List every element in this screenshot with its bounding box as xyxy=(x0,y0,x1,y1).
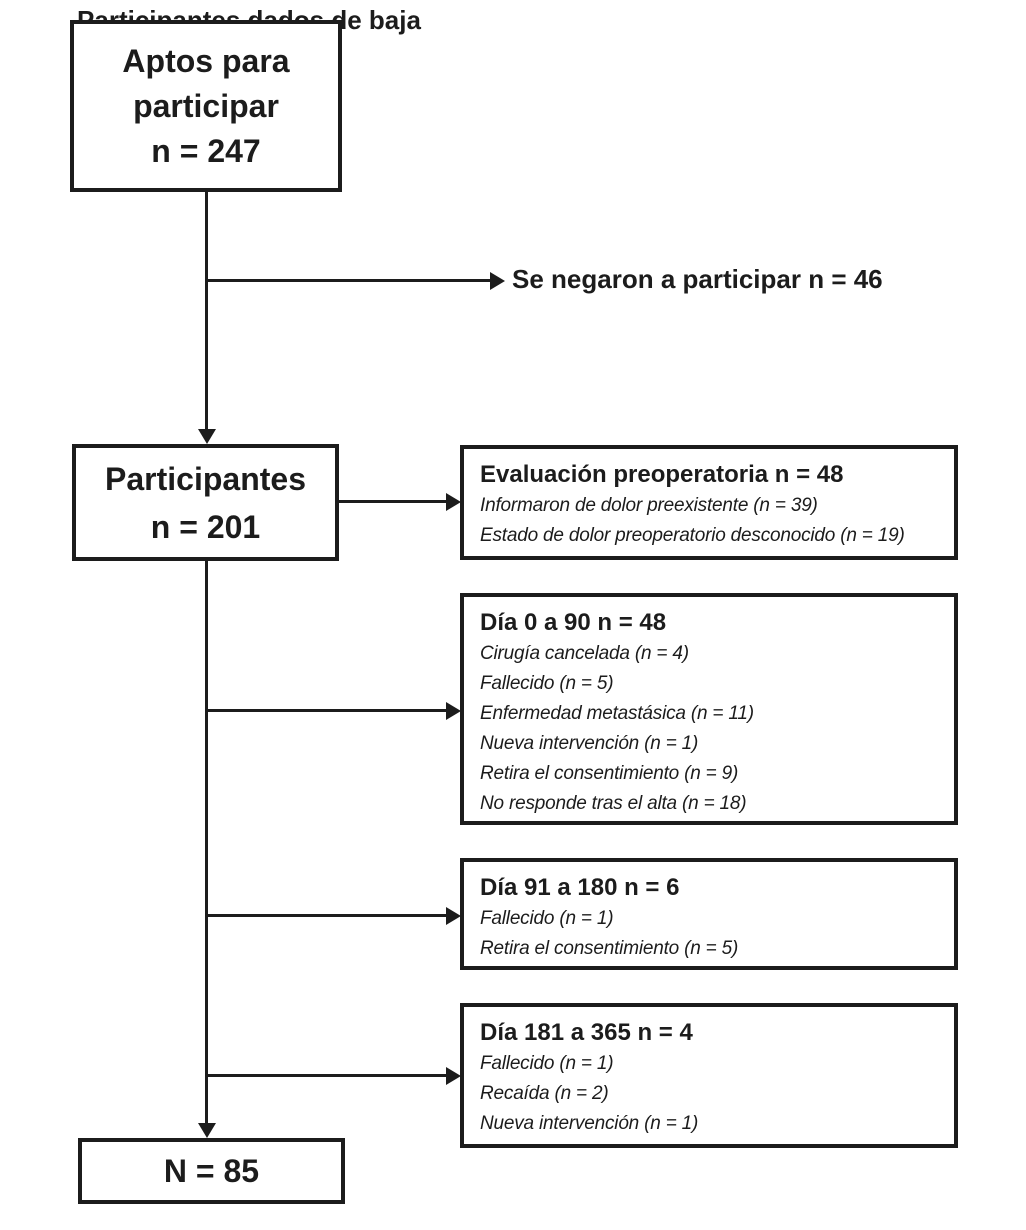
exclusion-box-title: Día 181 a 365 n = 4 xyxy=(480,1019,693,1046)
exclusion-box-day0-90: Día 0 a 90 n = 48 Cirugía cancelada (n =… xyxy=(460,593,958,825)
eligible-box-count: n = 247 xyxy=(151,132,261,169)
exclusion-item: Enfermedad metastásica (n = 11) xyxy=(480,703,754,724)
exclusion-item: Nueva intervención (n = 1) xyxy=(480,1113,699,1134)
exclusion-box-title: Día 0 a 90 n = 48 xyxy=(480,609,667,636)
participants-box-line-1: Participantes xyxy=(105,460,306,497)
exclusion-item: Nueva intervención (n = 1) xyxy=(480,733,699,754)
arrowhead-right-day0-90-icon xyxy=(446,702,461,720)
arrowhead-right-day181-365-icon xyxy=(446,1067,461,1085)
connector-refused xyxy=(205,279,492,282)
arrowhead-down-participants-icon xyxy=(198,429,216,444)
exclusion-item: Recaída (n = 2) xyxy=(480,1083,609,1104)
final-count-label: N = 85 xyxy=(163,1152,260,1189)
eligible-box: Aptos para participar n = 247 xyxy=(70,20,342,192)
participants-box-count: n = 201 xyxy=(150,508,261,545)
exclusion-item: No responde tras el alta (n = 18) xyxy=(480,793,747,814)
exclusion-item: Fallecido (n = 1) xyxy=(480,1053,614,1074)
exclusion-item: Cirugía cancelada (n = 4) xyxy=(480,643,689,664)
participants-box: Participantes n = 201 xyxy=(72,444,339,561)
connector-day0-90 xyxy=(205,709,446,712)
final-count-box: N = 85 xyxy=(78,1138,345,1204)
exclusion-item: Fallecido (n = 5) xyxy=(480,673,614,694)
connector-day181-365 xyxy=(205,1074,446,1077)
connector-participants-to-final xyxy=(205,561,208,1123)
connector-day91-180 xyxy=(205,914,446,917)
arrowhead-right-preop-icon xyxy=(446,493,461,511)
exclusion-box-title: Día 91 a 180 n = 6 xyxy=(480,874,680,901)
arrowhead-right-refused-icon xyxy=(490,272,505,290)
connector-preop-exclusions xyxy=(338,500,446,503)
exclusion-box-day181-365: Día 181 a 365 n = 4 Fallecido (n = 1) Re… xyxy=(460,1003,958,1148)
exclusion-item: Fallecido (n = 1) xyxy=(480,908,614,929)
exclusion-item: Retira el consentimiento (n = 9) xyxy=(480,763,739,784)
exclusion-box-title: Evaluación preoperatoria n = 48 xyxy=(480,461,844,488)
exclusion-item: Informaron de dolor preexistente (n = 39… xyxy=(480,495,818,516)
eligible-box-line-2: participar xyxy=(133,87,279,124)
exclusion-box-day91-180: Día 91 a 180 n = 6 Fallecido (n = 1) Ret… xyxy=(460,858,958,970)
arrowhead-down-final-icon xyxy=(198,1123,216,1138)
exclusion-item: Retira el consentimiento (n = 5) xyxy=(480,938,739,959)
exclusion-item: Estado de dolor preoperatorio desconocid… xyxy=(480,525,905,546)
refused-label: Se negaron a participar n = 46 xyxy=(512,264,883,294)
exclusion-box-preoperative: Evaluación preoperatoria n = 48 Informar… xyxy=(460,445,958,560)
eligible-box-line-1: Aptos para xyxy=(122,42,290,79)
arrowhead-right-day91-180-icon xyxy=(446,907,461,925)
connector-eligible-to-participants xyxy=(205,192,208,430)
